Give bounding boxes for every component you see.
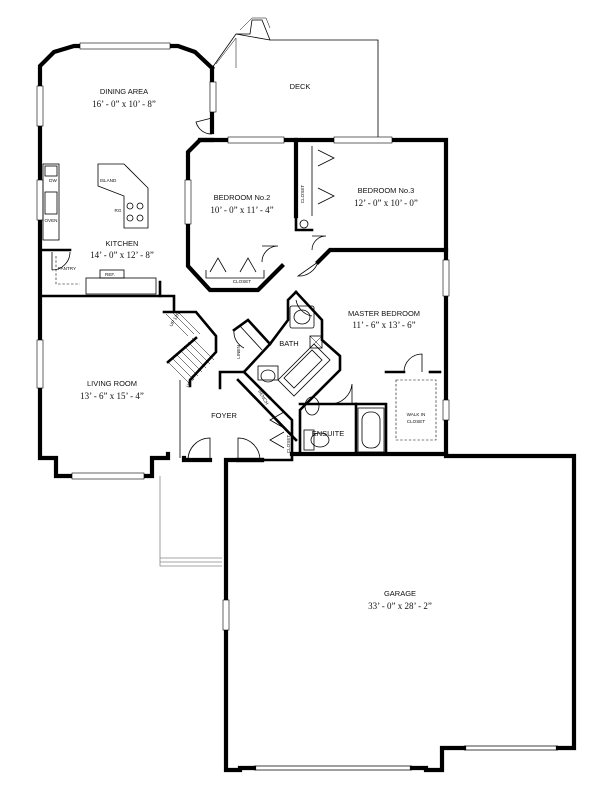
- foyer-name: FOYER: [211, 411, 237, 420]
- master-dim: 11’ - 6” x 13’ - 6”: [352, 320, 415, 330]
- stairs: [165, 311, 215, 385]
- bedroom2-name: BEDROOM No.2: [214, 193, 271, 202]
- oven-label: OVEN: [44, 218, 57, 223]
- room-labels: DINING AREA 16’ - 0” x 10’ - 8” DECK BED…: [80, 82, 432, 611]
- island-label: ISLAND: [100, 178, 117, 183]
- dining-dim: 16’ - 0” x 10’ - 8”: [92, 99, 156, 109]
- deck-outline: [211, 17, 379, 140]
- deck-name: DECK: [290, 82, 311, 91]
- bedroom3-closet-label: CLOSET: [300, 185, 305, 204]
- bedroom2-dim: 10’ - 0” x 11’ - 4”: [210, 205, 273, 215]
- kitchen-name: KITCHEN: [106, 239, 139, 248]
- kitchen-dim: 14’ - 0” x 12’ - 8”: [90, 250, 154, 260]
- bedroom2-closet-label: CLOSET: [233, 279, 252, 284]
- windows: [36, 42, 450, 480]
- linen-label: LINEN: [236, 345, 241, 359]
- dw-label: DW: [49, 178, 57, 183]
- bedroom3-name: BEDROOM No.3: [358, 186, 415, 195]
- bath-name: BATH: [279, 339, 298, 348]
- kitchen-fixtures: [42, 163, 157, 295]
- garage-name: GARAGE: [384, 589, 416, 598]
- stairs-up-bottom-label: UP 3R: [185, 374, 196, 389]
- bedroom3-dim: 12’ - 0” x 10’ - 0”: [354, 198, 418, 208]
- rg-label: RG: [115, 208, 122, 213]
- living-name: LIVING ROOM: [87, 379, 137, 388]
- ref-label: REF.: [105, 272, 115, 277]
- bath-fixtures: [257, 219, 437, 453]
- living-dim: 13’ - 6” x 15’ - 4”: [80, 391, 144, 401]
- ensuite-name: ENSUITE: [312, 429, 345, 438]
- garage-walls: [222, 451, 577, 773]
- walk-in-label: WALK IN: [407, 412, 426, 417]
- foyer-closet-label: CLOSET: [286, 435, 291, 454]
- interior-walls: [38, 98, 442, 458]
- walk-in-closet-label: CLOSET: [407, 419, 426, 424]
- master-name: MASTER BEDROOM: [348, 309, 420, 318]
- garage-dim: 33’ - 0” x 28’ - 2”: [368, 601, 432, 611]
- pantry-label: PANTRY: [58, 266, 76, 271]
- front-porch: [159, 476, 222, 567]
- dining-name: DINING AREA: [100, 87, 148, 96]
- door-swings: [51, 117, 423, 461]
